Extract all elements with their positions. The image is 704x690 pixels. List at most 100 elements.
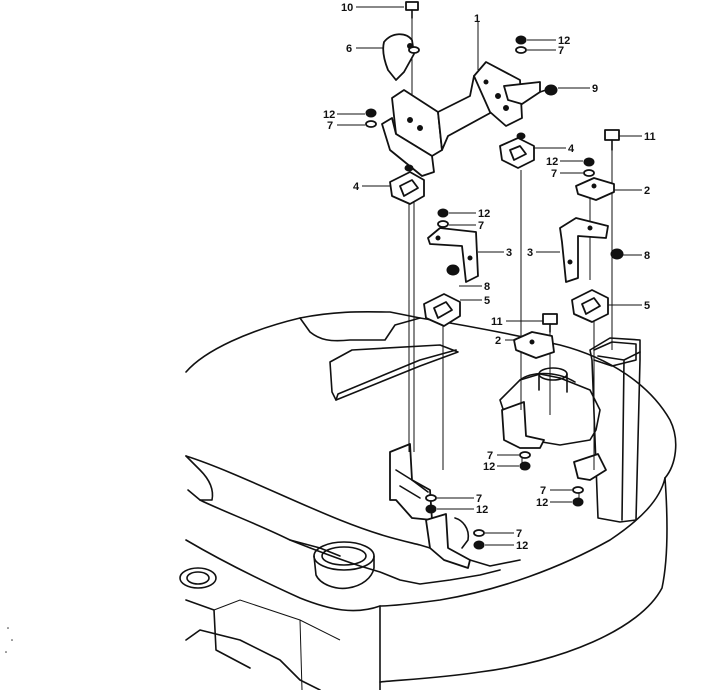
- part-4-mounts: [389, 132, 535, 205]
- bracket-3-right-hole: [587, 225, 593, 231]
- bracket-lower-left-detail: [395, 469, 429, 499]
- frame-brackets: [389, 401, 607, 569]
- part-2-plates: [513, 177, 615, 359]
- frame-angled-plate: [329, 344, 459, 401]
- callout-label: 12: [558, 35, 570, 47]
- frame-left-base: [185, 629, 321, 690]
- callout-label: 4: [568, 143, 575, 155]
- main-bracket-hole: [483, 79, 489, 85]
- callout-label: 1: [474, 13, 480, 25]
- bracket-lower-center: [425, 513, 471, 569]
- callout-label: 5: [644, 300, 650, 312]
- callout-labels: 10 1 12 7 6 9 12 7 4 11 12 7 2 4 12 7 3 …: [323, 2, 656, 552]
- frame-left-beam: [185, 599, 251, 669]
- frame-column-cap: [593, 341, 637, 367]
- callout-label: 7: [327, 120, 333, 132]
- frame-angled-plate-edge: [335, 349, 457, 401]
- washer-7: [365, 120, 377, 128]
- fasteners: [365, 1, 624, 550]
- callout-label: 7: [516, 528, 522, 540]
- part-1-main-bracket: [381, 61, 541, 177]
- frame-floor-step: [289, 539, 501, 585]
- frame-outer-rim: [185, 310, 677, 479]
- frame-ring-boss-side: [313, 555, 375, 590]
- bolt-9-shank: [539, 89, 547, 93]
- frame-rim-bottom: [379, 477, 668, 683]
- callout-label: 7: [476, 493, 482, 505]
- bracket-3-left-hole: [467, 255, 473, 261]
- part-5-mounts: [423, 289, 609, 327]
- main-bracket-hole: [407, 117, 413, 123]
- bolt-10: [405, 1, 419, 11]
- nut-12: [515, 35, 527, 45]
- bracket-3-right-hole: [567, 259, 573, 265]
- callout-label: 12: [536, 497, 548, 509]
- callout-leaders: [337, 6, 642, 546]
- plate-2-lower: [513, 331, 555, 359]
- callout-label: 3: [506, 247, 512, 259]
- clamp-body: [382, 33, 415, 81]
- part-3-brackets: [427, 217, 609, 283]
- frame-left-wall: [185, 455, 214, 501]
- callout-label: 12: [323, 109, 335, 121]
- main-bracket-right-ear: [503, 81, 541, 105]
- bracket-3-left: [427, 227, 479, 283]
- frame-rim-side: [379, 477, 666, 607]
- nut-12: [519, 461, 531, 471]
- mount-5-right-pad: [581, 297, 601, 315]
- bracket-3-right: [559, 217, 609, 283]
- nut-12: [437, 208, 449, 218]
- bolt-11-upper: [604, 129, 620, 141]
- frame-center-block-top: [519, 372, 576, 383]
- nut-12: [572, 497, 584, 507]
- washer-7: [437, 220, 449, 228]
- callout-label: 6: [346, 43, 352, 55]
- washer-7: [572, 486, 584, 494]
- frame-left-hatch: [213, 599, 341, 690]
- mount-4-right-pad: [509, 145, 527, 161]
- frame-floor-contour: [185, 455, 521, 567]
- callout-label: 7: [487, 450, 493, 462]
- callout-label: 4: [353, 181, 360, 193]
- frame-rim-inner-ledge: [299, 317, 421, 342]
- washer-7: [515, 46, 527, 54]
- frame-column-edges: [597, 351, 641, 521]
- main-bracket-left-ear: [381, 117, 435, 177]
- callout-label: 3: [527, 247, 533, 259]
- callout-label: 8: [644, 250, 650, 262]
- callout-label: 2: [644, 185, 650, 197]
- bracket-3-left-hole: [435, 235, 441, 241]
- frame-left-lower: [185, 539, 381, 612]
- callout-label: 11: [491, 316, 503, 328]
- bolt-8-left: [446, 264, 460, 276]
- main-bracket-hole: [503, 105, 509, 111]
- nut-12: [473, 540, 485, 550]
- callout-label: 7: [540, 485, 546, 497]
- frame-center-boss-side: [538, 373, 568, 393]
- callout-label: 7: [551, 168, 557, 180]
- clamp-washer: [408, 46, 420, 54]
- base-frame: [179, 310, 677, 690]
- plate-2-lower-hole: [529, 339, 535, 345]
- nut-12: [365, 108, 377, 118]
- callout-label: 11: [644, 131, 656, 143]
- callout-label: 7: [558, 45, 564, 57]
- callout-label: 10: [341, 2, 353, 14]
- washer-7: [425, 494, 437, 502]
- plate-2-upper: [575, 177, 615, 201]
- bracket-lower-center-hook: [454, 517, 470, 549]
- callout-label: 12: [516, 540, 528, 552]
- plate-2-upper-hole: [591, 183, 597, 189]
- mount-4-left-pad: [399, 179, 419, 197]
- frame-small-ring: [179, 567, 217, 589]
- mount-4-stud: [516, 132, 526, 140]
- callout-label: 12: [478, 208, 490, 220]
- callout-label: 8: [484, 281, 490, 293]
- callout-label: 12: [476, 504, 488, 516]
- bolt-8-right: [610, 248, 624, 260]
- nut-12: [583, 157, 595, 167]
- main-bracket-hole: [417, 125, 423, 131]
- washer-7: [519, 451, 531, 459]
